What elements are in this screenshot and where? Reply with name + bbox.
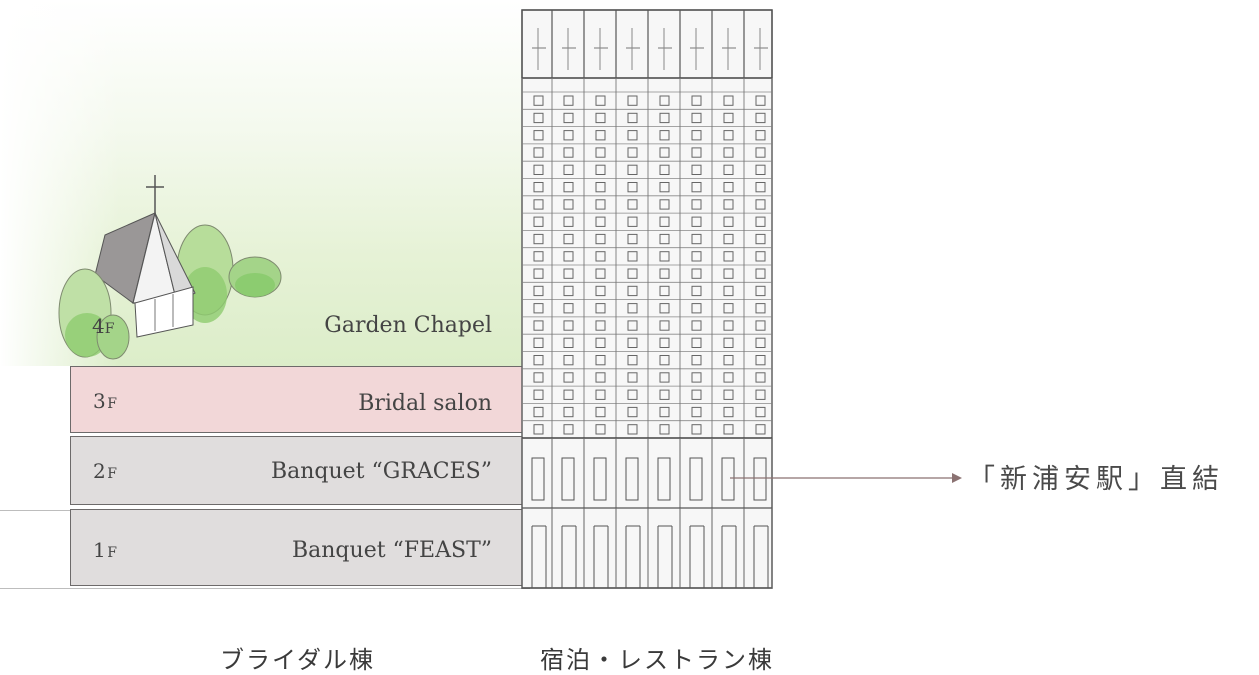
ground-line-bottom — [0, 588, 530, 589]
floor-2-number: 2F — [93, 459, 118, 483]
floor-3-name: Bridal salon — [358, 391, 492, 416]
hotel-building-caption: 宿泊・レストラン棟 — [540, 646, 774, 674]
station-connection-label: 「新浦安駅」直結 — [968, 464, 1224, 495]
floor-3-block: 3F Bridal salon — [70, 366, 525, 433]
bridal-building-caption: ブライダル棟 — [220, 646, 376, 674]
floor-1-name: Banquet “FEAST” — [291, 538, 492, 563]
floor-4-number: 4F — [92, 314, 115, 338]
floor-1-number: 1F — [93, 538, 118, 562]
floor-1-block: 1F Banquet “FEAST” — [70, 509, 525, 586]
chapel-illustration — [58, 175, 282, 360]
floor-2-name: Banquet “GRACES” — [270, 459, 492, 484]
ground-line — [0, 510, 70, 511]
floor-3-number: 3F — [93, 389, 118, 413]
floor-2-block: 2F Banquet “GRACES” — [70, 436, 525, 505]
floor-4-name: Garden Chapel — [324, 313, 492, 338]
direct-connection-arrow — [730, 473, 962, 483]
hotel-tower-illustration — [521, 9, 773, 589]
